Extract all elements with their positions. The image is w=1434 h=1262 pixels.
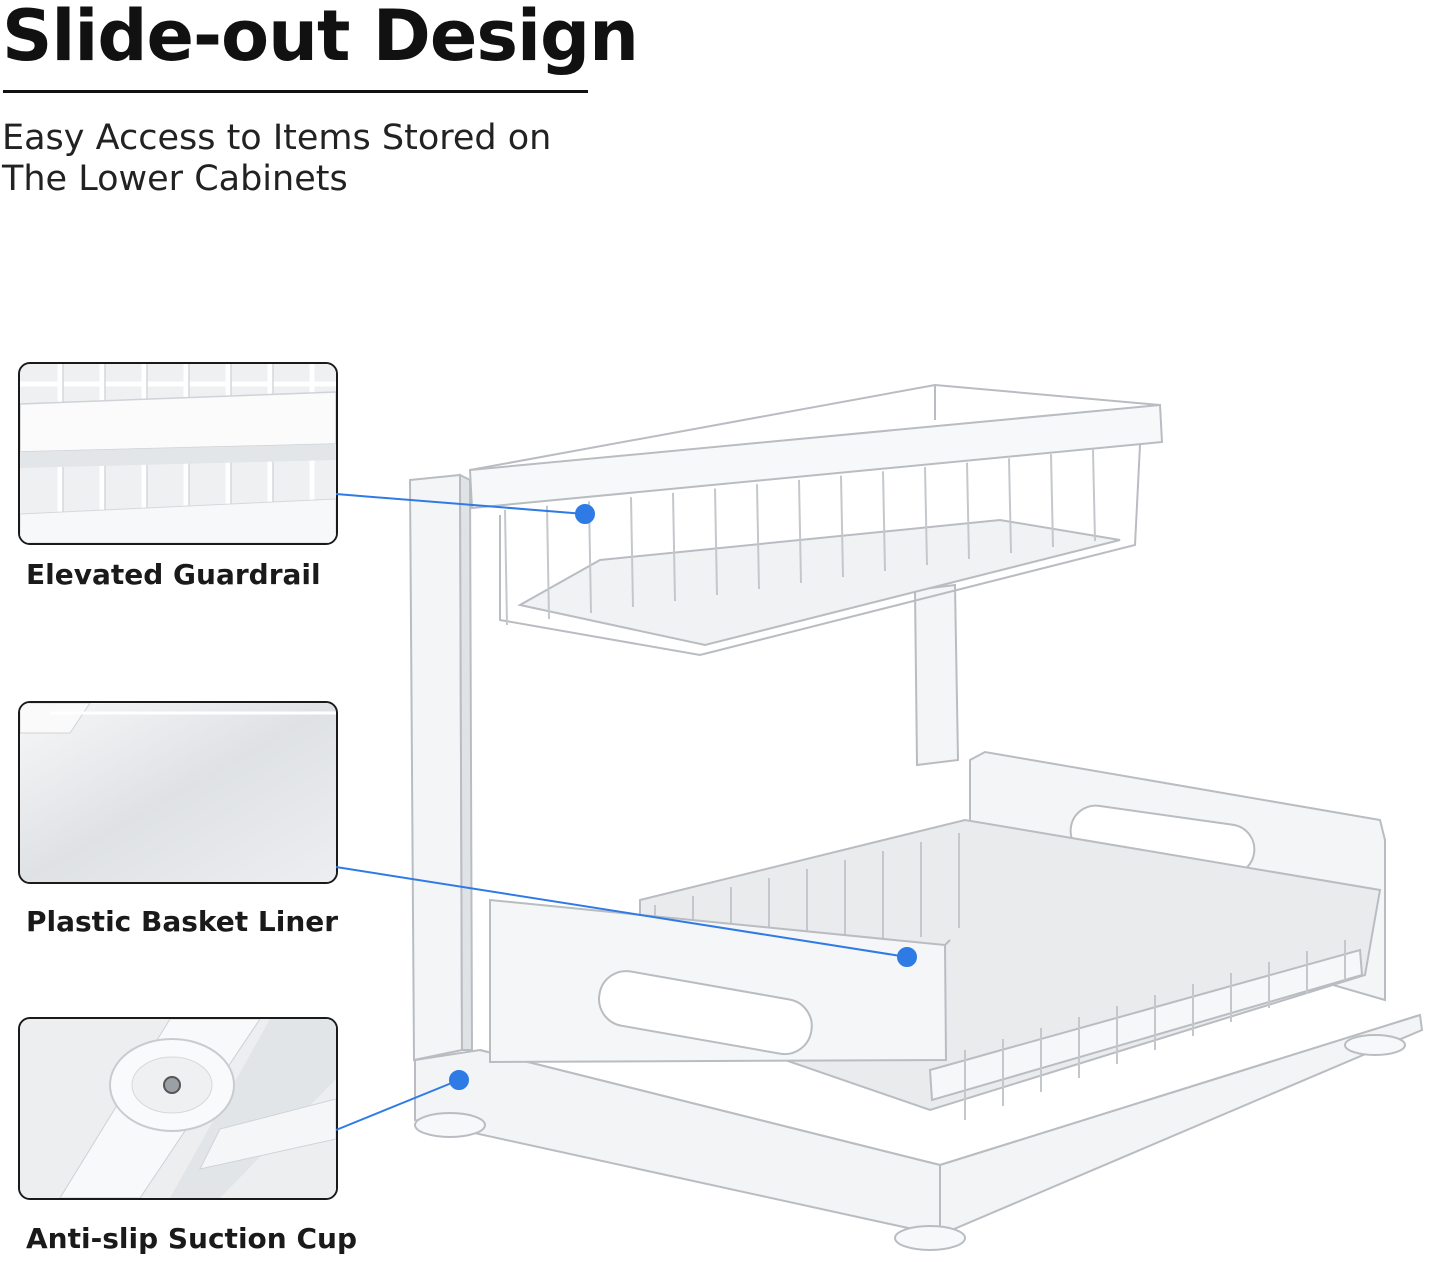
suction-cup-closeup-image <box>18 1017 338 1200</box>
liner-label: Plastic Basket Liner <box>26 905 339 938</box>
suction-cup-pointer-dot <box>449 1070 469 1090</box>
pointer-lines <box>335 493 917 1131</box>
subtitle-line-2: The Lower Cabinets <box>2 159 348 199</box>
title-underline <box>3 90 588 93</box>
guardrail-closeup-image <box>18 362 338 545</box>
guardrail-label: Elevated Guardrail <box>26 558 321 591</box>
guardrail-pointer-line <box>335 493 586 515</box>
suction-cup-pointer-line <box>335 1079 460 1131</box>
suction-cup-label: Anti-slip Suction Cup <box>26 1222 357 1255</box>
liner-closeup-image <box>18 701 338 884</box>
page-title: Slide-out Design <box>2 0 639 77</box>
guardrail-pointer-dot <box>575 504 595 524</box>
page-subtitle: Easy Access to Items Stored on The Lower… <box>2 118 602 200</box>
subtitle-line-1: Easy Access to Items Stored on <box>2 118 552 158</box>
liner-pointer-line <box>335 866 908 958</box>
liner-pointer-dot <box>897 947 917 967</box>
